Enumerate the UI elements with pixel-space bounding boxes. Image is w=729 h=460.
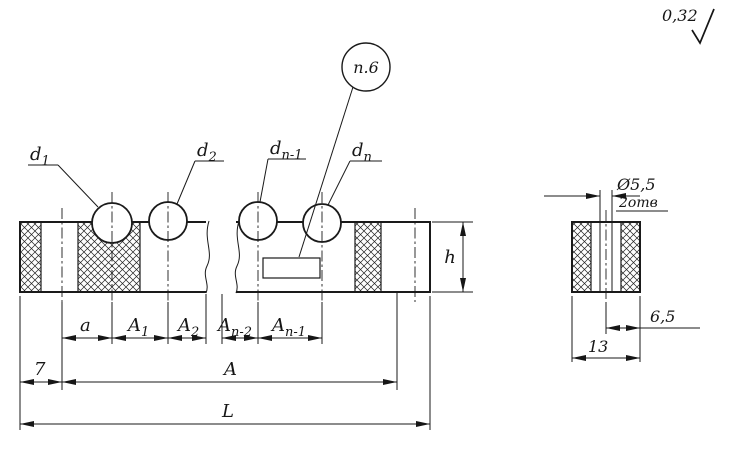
dim-label-A2: A2 xyxy=(176,315,199,340)
dimension-row-2: 7 A xyxy=(19,293,398,430)
callout-circle xyxy=(341,42,391,92)
dim-label-h: h xyxy=(444,247,456,268)
dimension-h: h xyxy=(432,221,473,293)
dim-label-dia: Ø5,5 xyxy=(616,175,656,194)
dim-label-13: 13 xyxy=(588,337,608,356)
hatch-block-right xyxy=(354,221,382,293)
dim-label-A1: A1 xyxy=(126,315,149,340)
dim-label-hole-count: 2отв xyxy=(618,195,658,211)
dimension-row-3: L xyxy=(20,296,431,430)
roughness-check-icon xyxy=(691,8,715,45)
break-line-right xyxy=(234,220,240,294)
dim-label-L: L xyxy=(221,401,234,422)
leader-dn-1 xyxy=(259,158,269,203)
break-line-left xyxy=(204,220,210,294)
surface-finish-value: 0,32 xyxy=(662,6,698,25)
leader-d2 xyxy=(176,160,196,205)
section-view xyxy=(571,190,641,334)
hole-label-d2: d2 xyxy=(197,140,217,165)
hatch-left-end xyxy=(19,221,42,293)
callout: п.6 xyxy=(298,42,391,258)
dim-label-a: a xyxy=(80,315,91,336)
leader-d1 xyxy=(57,164,99,208)
hole-labels: d1 d2 dп-1 dп xyxy=(28,138,382,208)
dimension-row-1: a A1 A2 Aп-2 Aп-1 xyxy=(61,294,323,390)
callout-label: п.6 xyxy=(353,58,379,77)
hole-label-d1: d1 xyxy=(30,144,50,169)
dim-label-An-2: Aп-2 xyxy=(216,315,252,340)
hole-label-dn: dп xyxy=(352,140,372,165)
dim-label-A: A xyxy=(222,359,237,380)
leader-dn xyxy=(327,160,351,206)
dim-label-6-5: 6,5 xyxy=(650,307,675,326)
section-dimensions: Ø5,5 2отв 6,5 13 xyxy=(544,175,700,362)
section-hatch-right xyxy=(620,221,641,293)
surface-finish-mark: 0,32 xyxy=(662,6,715,45)
callout-leader xyxy=(298,86,354,258)
break-gap xyxy=(206,219,236,295)
marking-rect xyxy=(262,257,321,279)
section-hatch-left xyxy=(571,221,592,293)
dim-label-7: 7 xyxy=(34,359,46,380)
main-view xyxy=(19,192,431,302)
dim-label-An-1: Aп-1 xyxy=(270,315,306,340)
